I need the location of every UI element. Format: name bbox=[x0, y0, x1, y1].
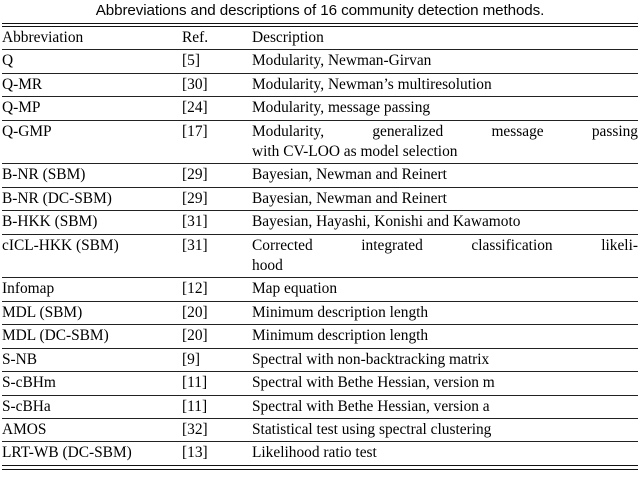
table-row: Q-GMP[17]Modularity, generalized message… bbox=[2, 119, 638, 164]
table-row: Q-MR[30]Modularity, Newman’s multiresolu… bbox=[2, 72, 638, 97]
cell-abbreviation: B-HKK (SBM) bbox=[2, 210, 182, 235]
cell-reference: [11] bbox=[182, 394, 252, 419]
cell-reference: [31] bbox=[182, 233, 252, 278]
table-row: B-HKK (SBM)[31]Bayesian, Hayashi, Konish… bbox=[2, 210, 638, 235]
cell-reference: [17] bbox=[182, 119, 252, 164]
cell-description: Minimum description length bbox=[252, 300, 638, 325]
cell-reference: [30] bbox=[182, 72, 252, 97]
cell-abbreviation: B-NR (DC-SBM) bbox=[2, 186, 182, 211]
table-row: MDL (SBM)[20]Minimum description length bbox=[2, 300, 638, 325]
table-row: S-cBHm[11]Spectral with Bethe Hessian, v… bbox=[2, 371, 638, 395]
column-header-ref: Ref. bbox=[182, 29, 209, 46]
table-row: AMOS[32]Statistical test using spectral … bbox=[2, 417, 638, 442]
cell-description: Statistical test using spectral clusteri… bbox=[252, 417, 638, 442]
cell-abbreviation: LRT-WB (DC-SBM) bbox=[2, 441, 182, 465]
table-header-row: Abbreviation Ref. Description bbox=[2, 27, 638, 50]
column-header-description: Description bbox=[252, 29, 324, 46]
description-line: hood bbox=[252, 257, 283, 275]
table-bottom-rule-outer bbox=[2, 468, 638, 470]
table-top-rule-inner bbox=[2, 26, 638, 27]
cell-abbreviation: Q-MP bbox=[2, 96, 182, 121]
cell-description: Bayesian, Hayashi, Konishi and Kawamoto bbox=[252, 210, 638, 235]
cell-description: Map equation bbox=[252, 277, 638, 302]
table-caption: Abbreviations and descriptions of 16 com… bbox=[95, 2, 545, 19]
table-row: B-NR (SBM)[29]Bayesian, Newman and Reine… bbox=[2, 163, 638, 188]
cell-abbreviation: S-NB bbox=[2, 347, 182, 372]
cell-description: Corrected integrated classification like… bbox=[252, 233, 638, 278]
table-head: Abbreviation Ref. Description bbox=[2, 27, 638, 50]
table-row: LRT-WB (DC-SBM)[13]Likelihood ratio test bbox=[2, 441, 638, 465]
cell-reference: [29] bbox=[182, 163, 252, 188]
table-container: Abbreviation Ref. Description Q[5]Modula… bbox=[0, 23, 640, 470]
column-header-abbreviation: Abbreviation bbox=[2, 29, 84, 46]
cell-abbreviation: B-NR (SBM) bbox=[2, 163, 182, 188]
cell-reference: [5] bbox=[182, 49, 252, 74]
cell-reference: [12] bbox=[182, 277, 252, 302]
cell-abbreviation: S-cBHm bbox=[2, 371, 182, 395]
table-row: MDL (DC-SBM)[20]Minimum description leng… bbox=[2, 324, 638, 349]
table-row: S-NB[9]Spectral with non-backtracking ma… bbox=[2, 347, 638, 372]
cell-abbreviation: MDL (SBM) bbox=[2, 300, 182, 325]
cell-description: Bayesian, Newman and Reinert bbox=[252, 186, 638, 211]
description-line: Corrected integrated classification like… bbox=[252, 236, 638, 254]
cell-description: Likelihood ratio test bbox=[252, 441, 638, 465]
table-row: Infomap[12]Map equation bbox=[2, 277, 638, 302]
cell-abbreviation: Q-GMP bbox=[2, 119, 182, 164]
cell-reference: [24] bbox=[182, 96, 252, 121]
cell-reference: [29] bbox=[182, 186, 252, 211]
cell-abbreviation: Q bbox=[2, 49, 182, 74]
table-row: Q-MP[24]Modularity, message passing bbox=[2, 96, 638, 121]
cell-abbreviation: AMOS bbox=[2, 417, 182, 442]
cell-reference: [20] bbox=[182, 300, 252, 325]
cell-description: Bayesian, Newman and Reinert bbox=[252, 163, 638, 188]
cell-description: Spectral with non-backtracking matrix bbox=[252, 347, 638, 372]
cell-abbreviation: MDL (DC-SBM) bbox=[2, 324, 182, 349]
methods-table: Abbreviation Ref. Description Q[5]Modula… bbox=[2, 27, 638, 465]
table-row: S-cBHa[11]Spectral with Bethe Hessian, v… bbox=[2, 394, 638, 419]
cell-reference: [32] bbox=[182, 417, 252, 442]
table-row: Q[5]Modularity, Newman-Girvan bbox=[2, 49, 638, 74]
cell-abbreviation: cICL-HKK (SBM) bbox=[2, 233, 182, 278]
cell-description: Modularity, generalized message passing w… bbox=[252, 119, 638, 164]
description-line: Modularity, generalized message passing bbox=[252, 122, 638, 140]
cell-reference: [13] bbox=[182, 441, 252, 465]
cell-description: Modularity, Newman-Girvan bbox=[252, 49, 638, 74]
table-row: B-NR (DC-SBM)[29]Bayesian, Newman and Re… bbox=[2, 186, 638, 211]
cell-reference: [31] bbox=[182, 210, 252, 235]
cell-description: Modularity, message passing bbox=[252, 96, 638, 121]
cell-description: Spectral with Bethe Hessian, version m bbox=[252, 371, 638, 395]
table-top-rule-outer bbox=[2, 23, 638, 24]
cell-reference: [11] bbox=[182, 371, 252, 395]
cell-description: Modularity, Newman’s multiresolution bbox=[252, 72, 638, 97]
cell-reference: [20] bbox=[182, 324, 252, 349]
cell-reference: [9] bbox=[182, 347, 252, 372]
cell-description: Minimum description length bbox=[252, 324, 638, 349]
table-bottom-rule-inner bbox=[2, 464, 638, 466]
table-row: cICL-HKK (SBM)[31]Corrected integrated c… bbox=[2, 233, 638, 278]
cell-abbreviation: S-cBHa bbox=[2, 394, 182, 419]
cell-abbreviation: Infomap bbox=[2, 277, 182, 302]
cell-description: Spectral with Bethe Hessian, version a bbox=[252, 394, 638, 419]
cell-abbreviation: Q-MR bbox=[2, 72, 182, 97]
description-line: with CV-LOO as model selection bbox=[252, 143, 458, 161]
